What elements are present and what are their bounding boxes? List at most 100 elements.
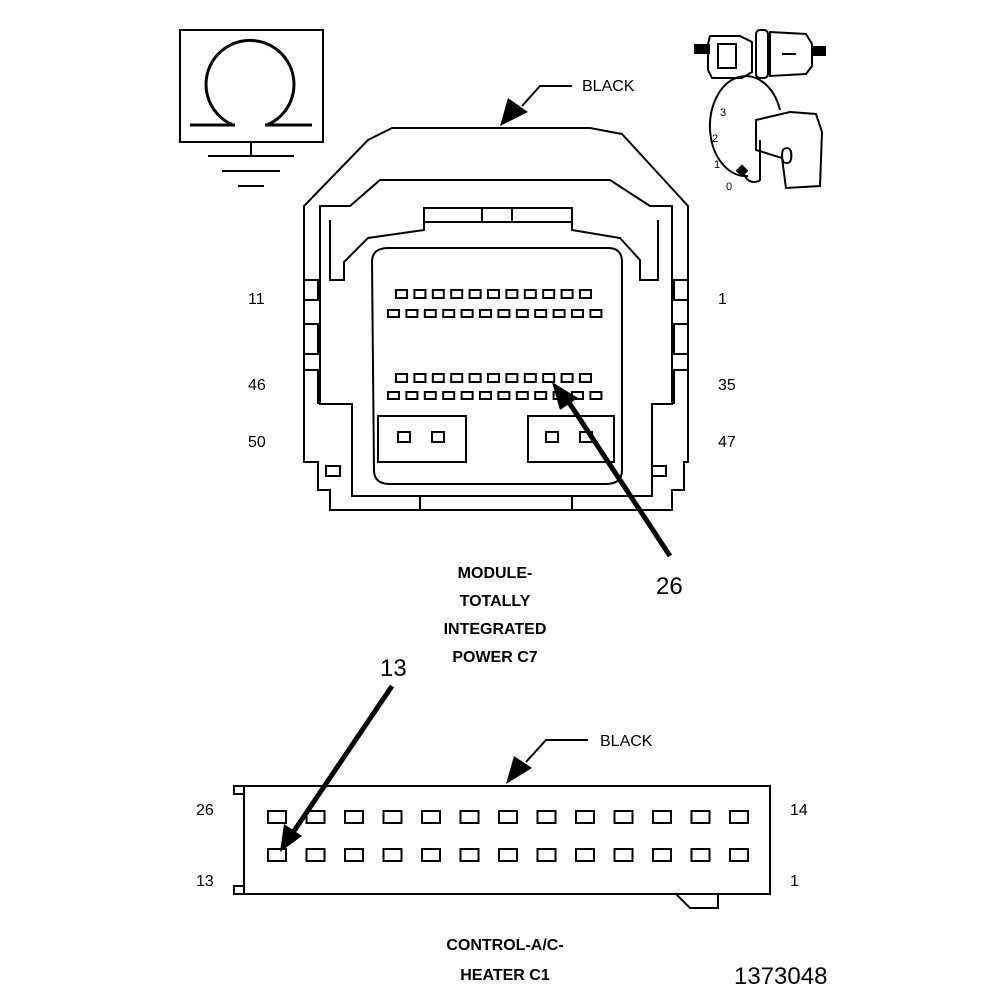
c7-pin-cavity: [552, 309, 566, 318]
c7-pin-cavity: [387, 309, 400, 318]
c7-pin-cavity: [431, 289, 445, 299]
c1-pin-cavity: [498, 810, 518, 824]
c1-color-label: BLACK: [600, 733, 653, 750]
c7-pin-cavity: [497, 391, 511, 400]
c7-pin-cavity: [460, 309, 474, 318]
c7-pin-label-11: 11: [248, 291, 265, 308]
c1-pin-cavity: [305, 848, 326, 862]
c1-pin-cavity: [613, 848, 634, 862]
c7-pin-cavity: [523, 373, 537, 383]
c7-pin-cavity: [450, 373, 464, 383]
c7-pin-cavity: [487, 289, 500, 299]
c7-pin-cavity: [579, 289, 592, 299]
c7-title: MODULE- TOTALLY INTEGRATED POWER C7: [444, 565, 547, 666]
c7-pin-label-35: 35: [718, 377, 736, 394]
c7-color-arrowhead: [500, 98, 528, 126]
ignition-position-2: 2: [712, 133, 718, 145]
ac-heater-c1-connector: [233, 785, 771, 909]
c7-pin-cavity: [387, 391, 400, 400]
c7-pin-cavity: [413, 373, 427, 383]
c7-color-leader: [521, 85, 572, 107]
c1-pin-cavity: [459, 848, 480, 862]
c1-pin-label-1: 1: [790, 873, 799, 890]
c7-pin-cavity: [423, 391, 437, 400]
c1-color-leader: [525, 739, 588, 763]
c1-pin-cavity: [267, 810, 287, 824]
c1-pin-cavity: [729, 848, 749, 862]
c1-pin-cavity: [652, 848, 672, 862]
c1-pin-cavity: [344, 848, 364, 862]
c7-pin-cavity: [479, 309, 492, 318]
c7-pin-cavity: [468, 373, 482, 383]
c7-pin-cavity: [534, 391, 548, 400]
c1-pin-label-14: 14: [790, 802, 808, 819]
c1-pin-cavity: [344, 810, 364, 824]
c7-pin-cavity: [395, 289, 408, 299]
c7-pin-cavity: [534, 309, 548, 318]
c7-pin-cavity: [442, 309, 456, 318]
c1-title-line-1: CONTROL-A/C-: [446, 937, 563, 954]
c1-pin-cavity: [382, 810, 403, 824]
c1-pin-cavity: [575, 810, 595, 824]
c7-pin-label-47: 47: [718, 434, 736, 451]
c7-pin-cavity: [515, 391, 529, 400]
c7-pin-cavity: [505, 289, 519, 299]
c7-pin-cavity: [542, 289, 556, 299]
c7-color-label: BLACK: [582, 78, 635, 95]
c1-pin-cavity: [690, 848, 711, 862]
ohmmeter-ground-icon: [179, 29, 324, 187]
c7-pin-cavity: [468, 289, 482, 299]
c7-pin-cavity: [431, 373, 445, 383]
c1-pin-cavity: [729, 810, 749, 824]
c7-title-line-1: MODULE-: [458, 565, 533, 582]
c7-pin-label-50: 50: [248, 434, 266, 451]
c1-pin-cavity: [575, 848, 595, 862]
c7-pin-cavity: [571, 309, 584, 318]
c1-title-line-2: HEATER C1: [460, 967, 550, 984]
c7-callout-pin: 26: [656, 573, 683, 600]
ignition-position-1: 1: [714, 159, 720, 171]
ignition-switch-icon: 3 2 1 0 0: [708, 75, 824, 193]
c7-pin-cavity: [523, 289, 537, 299]
c7-pin-label-46: 46: [248, 377, 266, 394]
c1-pin-cavity: [613, 810, 634, 824]
c1-pin-cavity: [690, 810, 711, 824]
c1-pin-cavity: [421, 848, 441, 862]
c1-callout-pin: 13: [380, 655, 407, 682]
c7-pin-cavity: [450, 289, 464, 299]
c7-pin-cavity: [560, 373, 574, 383]
c7-pin-cavity: [589, 309, 603, 318]
c7-pin-cavity: [542, 373, 556, 383]
c7-pin-cavity: [442, 391, 456, 400]
tip-c7-connector: [303, 127, 689, 511]
c1-callout-arrowhead: [280, 824, 302, 852]
c1-pin-cavity: [382, 848, 403, 862]
c7-pin-cavity: [560, 289, 574, 299]
c7-pin-cavity: [413, 289, 427, 299]
c1-pin-label-13: 13: [196, 873, 214, 890]
c7-callout-arrowhead: [552, 382, 578, 410]
c1-callout-arrow: [289, 684, 395, 836]
ignition-key-label: 0: [780, 143, 793, 170]
c7-pin-cavity: [505, 373, 519, 383]
c1-pin-cavity: [536, 848, 557, 862]
c7-callout-arrow: [563, 396, 673, 558]
c1-pin-cavity: [459, 810, 480, 824]
c7-pin-cavity: [579, 373, 592, 383]
c1-color-arrowhead: [506, 756, 532, 784]
c7-pin-cavity: [405, 309, 419, 318]
ignition-position-0: 0: [726, 181, 732, 193]
c7-pin-cavity: [405, 391, 419, 400]
c7-pin-label-1: 1: [718, 291, 727, 308]
ignition-position-3: 3: [720, 107, 726, 119]
c7-pin-cavity: [589, 391, 603, 400]
c1-pin-label-26: 26: [196, 802, 214, 819]
c7-title-line-4: POWER C7: [452, 649, 537, 666]
c1-title: CONTROL-A/C- HEATER C1: [446, 937, 563, 984]
c7-pin-cavity: [479, 391, 492, 400]
c7-pin-cavity: [460, 391, 474, 400]
c7-pin-cavity: [395, 373, 408, 383]
figure-id: 1373048: [734, 963, 827, 990]
c7-pin-cavity: [515, 309, 529, 318]
c7-title-line-2: TOTALLY: [460, 593, 531, 610]
